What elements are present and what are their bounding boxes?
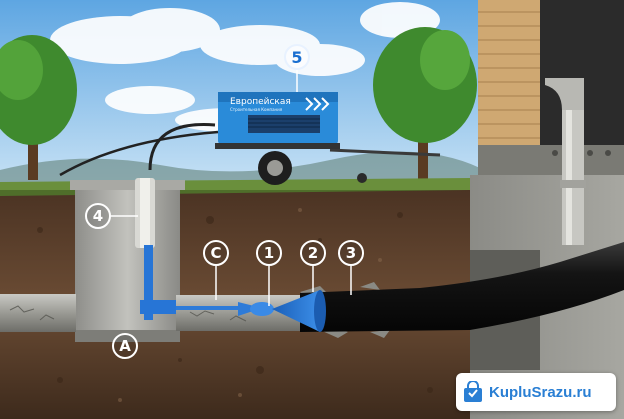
marker-1-rod: 1	[256, 240, 282, 266]
compressor-brand-label: Европейская Строительная Компания	[230, 97, 310, 112]
marker-a-well: A	[112, 333, 138, 359]
marker-4-winch: 4	[85, 203, 111, 229]
compressor-brand-subtitle: Строительная Компания	[230, 107, 283, 112]
watermark-text: KupluSrazu.ru	[489, 383, 592, 401]
watermark-badge[interactable]: KupluSrazu.ru	[456, 373, 616, 411]
marker-5-compressor: 5	[284, 44, 310, 70]
marker-3-new-pipe: 3	[338, 240, 364, 266]
shopping-bag-icon	[464, 381, 482, 402]
marker-c-old-pipe: C	[203, 240, 229, 266]
compressor-brand-name: Европейская	[230, 97, 291, 107]
marker-2-expander: 2	[300, 240, 326, 266]
